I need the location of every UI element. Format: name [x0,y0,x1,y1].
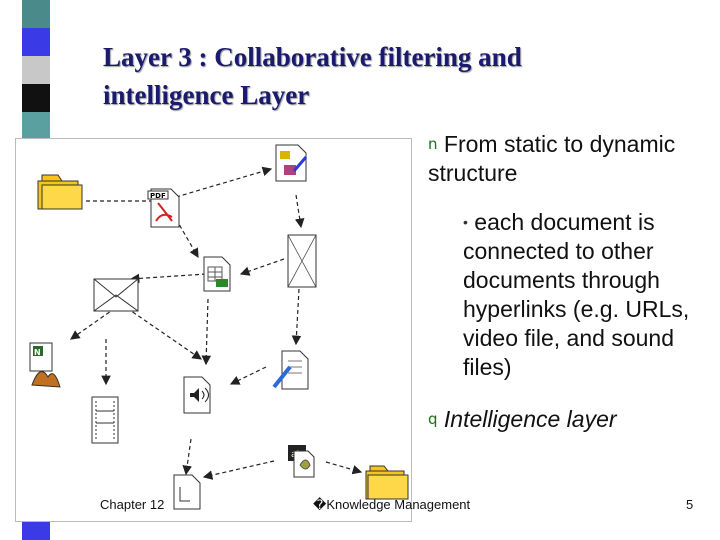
spreadsheet-icon[interactable] [203,256,231,292]
pdf-badge: PDF [150,192,166,200]
blank-page-icon[interactable] [287,234,317,288]
title-line-2: intelligence Layer [103,80,310,110]
bullet-marker: n [428,135,438,153]
text-document-icon[interactable] [272,350,309,390]
bullet-text: Intelligence layer [443,406,617,432]
sub-bullet-text: each document is connected to other docu… [463,209,690,380]
package-icon[interactable]: ai [288,445,315,478]
image-document-icon[interactable]: N [29,342,61,388]
document-icon[interactable] [275,144,308,182]
image-doc-badge: N [34,348,41,357]
sub-bullet-marker: • [463,214,468,230]
bullet-text: From static to dynamic structure [428,131,676,186]
slide-title: Layer 3 : Collaborative filtering and in… [103,38,683,114]
folder-icon[interactable] [365,465,409,500]
bullet-hyperlinks: • each document is connected to other do… [463,208,713,382]
bullet-marker: q [428,410,438,428]
clip-document-icon[interactable] [173,474,201,510]
footer-course: �Knowledge Management [313,497,471,512]
footer-chapter: Chapter 12 [100,497,165,512]
link-arrows [70,166,363,480]
title-line-1: Layer 3 : Collaborative filtering and [103,42,522,72]
folder-icon[interactable] [37,174,83,210]
hyperlink-diagram: PDF [15,138,412,522]
diagram-canvas: PDF [29,144,409,510]
bullet-static-dynamic: n From static to dynamic structure [428,130,718,188]
sound-file-icon[interactable] [183,376,211,414]
video-file-icon[interactable] [91,396,119,444]
pdf-icon[interactable]: PDF [147,188,180,228]
footer-page-number: 5 [686,497,694,512]
bullet-intelligence-layer: q Intelligence layer [428,405,718,434]
envelope-icon[interactable] [93,278,139,312]
